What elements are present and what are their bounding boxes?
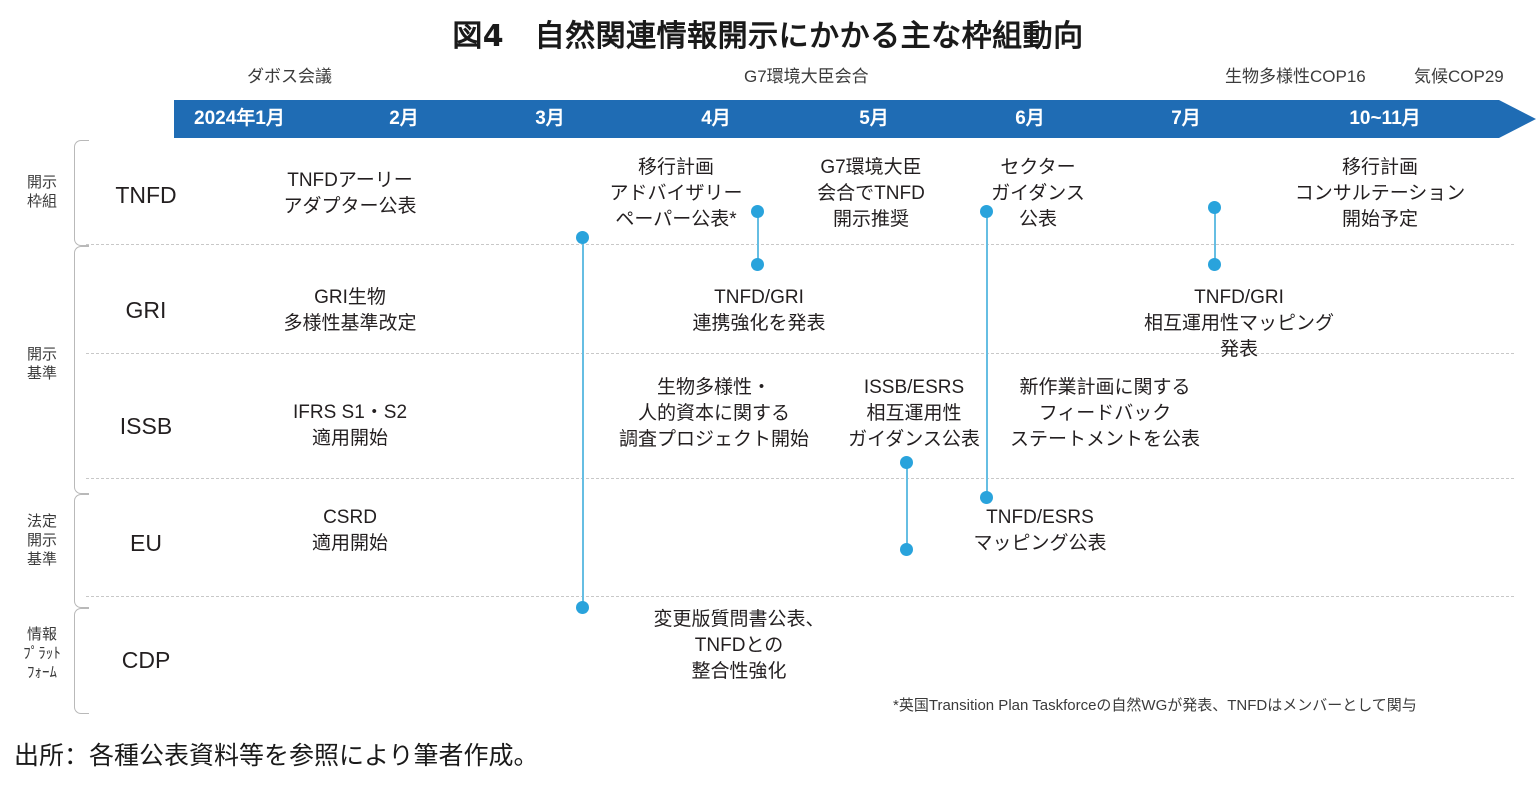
- row-label-eu: EU: [130, 530, 162, 556]
- group-bracket-framework: [74, 140, 89, 246]
- row-divider-1: [86, 244, 1514, 245]
- event-gri-jan: GRI生物 多様性基準改定: [283, 287, 417, 334]
- row-label-gri: GRI: [125, 297, 167, 323]
- connector-dot-tnfd-jul: [1208, 201, 1221, 214]
- event-eu-jan: CSRD 適用開始: [311, 507, 388, 554]
- timeline-bar: 2024年1月 2月 3月 4月 5月 6月 7月 10~11月: [174, 100, 1536, 138]
- figure-source: 出所：各種公表資料等を参照により筆者作成。: [14, 741, 539, 770]
- event-issb-jan: IFRS S1・S2 適用開始: [292, 402, 408, 449]
- event-issb-jun: 新作業計画に関する フィードバック ステートメントを公表: [1009, 377, 1200, 450]
- group-bracket-legal: [74, 494, 89, 608]
- timeline-grid: [86, 138, 1514, 712]
- row-label-issb: ISSB: [119, 413, 173, 439]
- connector-dot-eu-may: [900, 543, 913, 556]
- event-tnfd-jan: TNFDアーリー アダプター公表: [283, 170, 417, 217]
- event-gri-apr: TNFD/GRI 連携強化を発表: [692, 287, 826, 334]
- connector-dot-tnfd-jun: [980, 205, 993, 218]
- timeline-annotation-g7: G7環境大臣会合: [744, 67, 869, 86]
- row-divider-3: [86, 478, 1514, 479]
- group-label-platform: 情報 ﾌﾟﾗｯﾄ ﾌｫｰﾑ: [14, 625, 70, 682]
- group-label-legal: 法定 開示 基準: [14, 512, 70, 569]
- timeline-month-8[interactable]: 10~11月: [1349, 108, 1421, 129]
- connector-dot-issb-may: [900, 456, 913, 469]
- connector-dot-cdp-4month: [576, 601, 589, 614]
- group-label-standards-text: 開示 基準: [26, 346, 57, 382]
- timeline-arrow-icon: [1499, 100, 1536, 138]
- timeline-annotation-cop16: 生物多様性COP16: [1225, 67, 1366, 86]
- timeline-month-6[interactable]: 6月: [1015, 108, 1045, 129]
- connector-dot-gri-jul: [1208, 258, 1221, 271]
- connector-line-tnfd-cdp: [582, 240, 584, 608]
- connector-dot-eu-jun: [980, 491, 993, 504]
- connector-line-tnfd-gri-apr: [757, 214, 759, 266]
- connector-line-tnfd-gri-jul: [1214, 210, 1216, 266]
- figure-footnote: *英国Transition Plan Taskforceの自然WGが発表、TNF…: [893, 697, 1417, 714]
- figure-title: 図4 自然関連情報開示にかかる主な枠組動向: [452, 19, 1084, 54]
- timeline-month-4[interactable]: 4月: [701, 108, 731, 129]
- event-issb-apr: 生物多様性・ 人的資本に関する 調査プロジェクト開始: [618, 377, 809, 450]
- event-cdp-apr: 変更版質問書公表、 TNFDとの 整合性強化: [653, 609, 825, 682]
- timeline-month-3[interactable]: 3月: [535, 108, 565, 129]
- row-label-cdp: CDP: [121, 647, 171, 673]
- connector-dot-tnfd-apr: [751, 205, 764, 218]
- event-tnfd-octnov: 移行計画 コンサルテーション 開始予定: [1294, 157, 1466, 230]
- connector-line-issb-eu: [906, 465, 908, 553]
- connector-dot-tnfd-4month: [576, 231, 589, 244]
- event-tnfd-jun: セクター ガイダンス 公表: [991, 157, 1085, 230]
- group-label-framework: 開示 枠組: [14, 173, 70, 211]
- group-label-framework-text: 開示 枠組: [26, 174, 57, 210]
- timeline-annotation-cop29: 気候COP29: [1414, 67, 1504, 86]
- event-issb-may: ISSB/ESRS 相互運用性 ガイダンス公表: [848, 377, 980, 450]
- group-bracket-platform: [74, 608, 89, 714]
- event-tnfd-may: G7環境大臣 会合でTNFD 開示推奨: [817, 157, 925, 230]
- group-label-platform-text: 情報 ﾌﾟﾗｯﾄ ﾌｫｰﾑ: [23, 626, 61, 681]
- connector-line-tnfd-eu-jun: [986, 214, 988, 498]
- row-label-tnfd: TNFD: [115, 182, 177, 208]
- timeline-month-1[interactable]: 2024年1月: [194, 108, 285, 129]
- event-tnfd-apr: 移行計画 アドバイザリー ペーパー公表*: [609, 157, 743, 230]
- group-bracket-standards: [74, 246, 89, 494]
- timeline-month-2[interactable]: 2月: [389, 108, 419, 129]
- event-eu-jun: TNFD/ESRS マッピング公表: [973, 507, 1107, 554]
- timeline-month-7[interactable]: 7月: [1171, 108, 1201, 129]
- event-gri-jul: TNFD/GRI 相互運用性マッピング 発表: [1143, 287, 1334, 360]
- timeline-annotation-davos: ダボス会議: [247, 67, 332, 86]
- connector-dot-gri-apr: [751, 258, 764, 271]
- row-divider-2: [86, 353, 1514, 354]
- group-label-legal-text: 法定 開示 基準: [26, 513, 57, 568]
- row-divider-4: [86, 596, 1514, 597]
- timeline-month-5[interactable]: 5月: [859, 108, 889, 129]
- timeline-bar-body: [174, 100, 1499, 138]
- group-label-standards: 開示 基準: [14, 345, 70, 383]
